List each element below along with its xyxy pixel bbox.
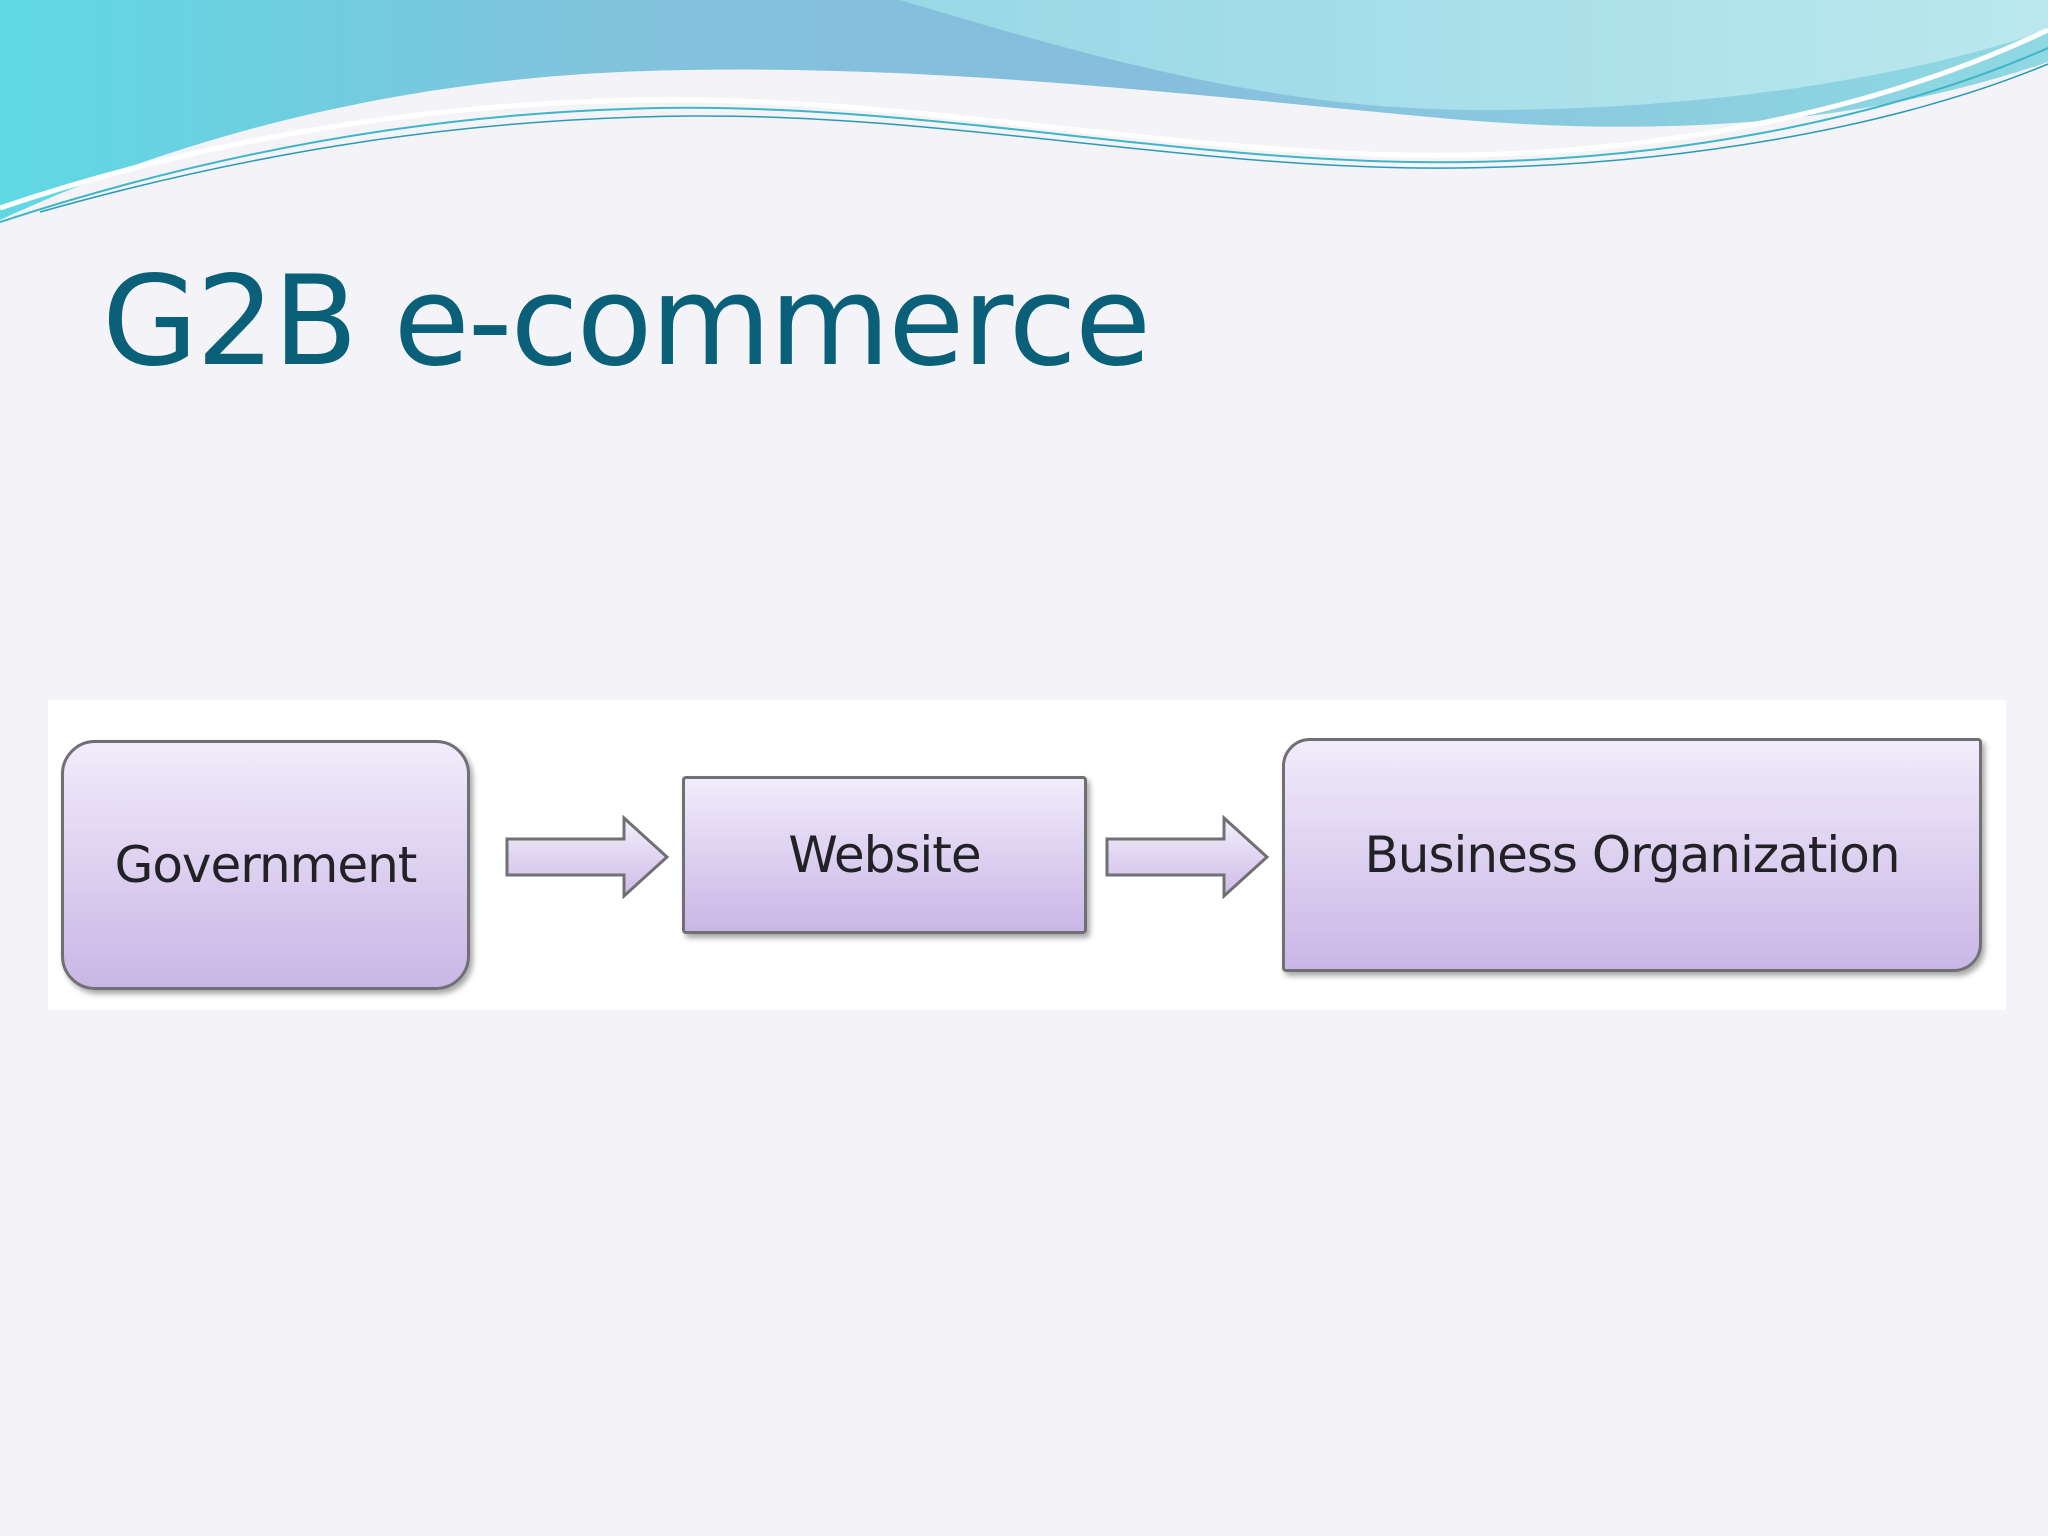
node-website-label: Website [788, 826, 981, 884]
header-wave-decoration [0, 0, 2048, 223]
arrow-right-icon [1105, 815, 1270, 899]
arrow-right-icon [505, 815, 670, 899]
node-government-label: Government [114, 836, 418, 894]
node-government: Government [61, 740, 470, 990]
slide-title: G2B e-commerce [102, 250, 1151, 394]
node-website: Website [682, 776, 1087, 934]
node-business-organization-label: Business Organization [1364, 826, 1900, 884]
flow-diagram: Government Website Bus [48, 700, 2006, 1010]
node-business-organization: Business Organization [1282, 738, 1982, 972]
